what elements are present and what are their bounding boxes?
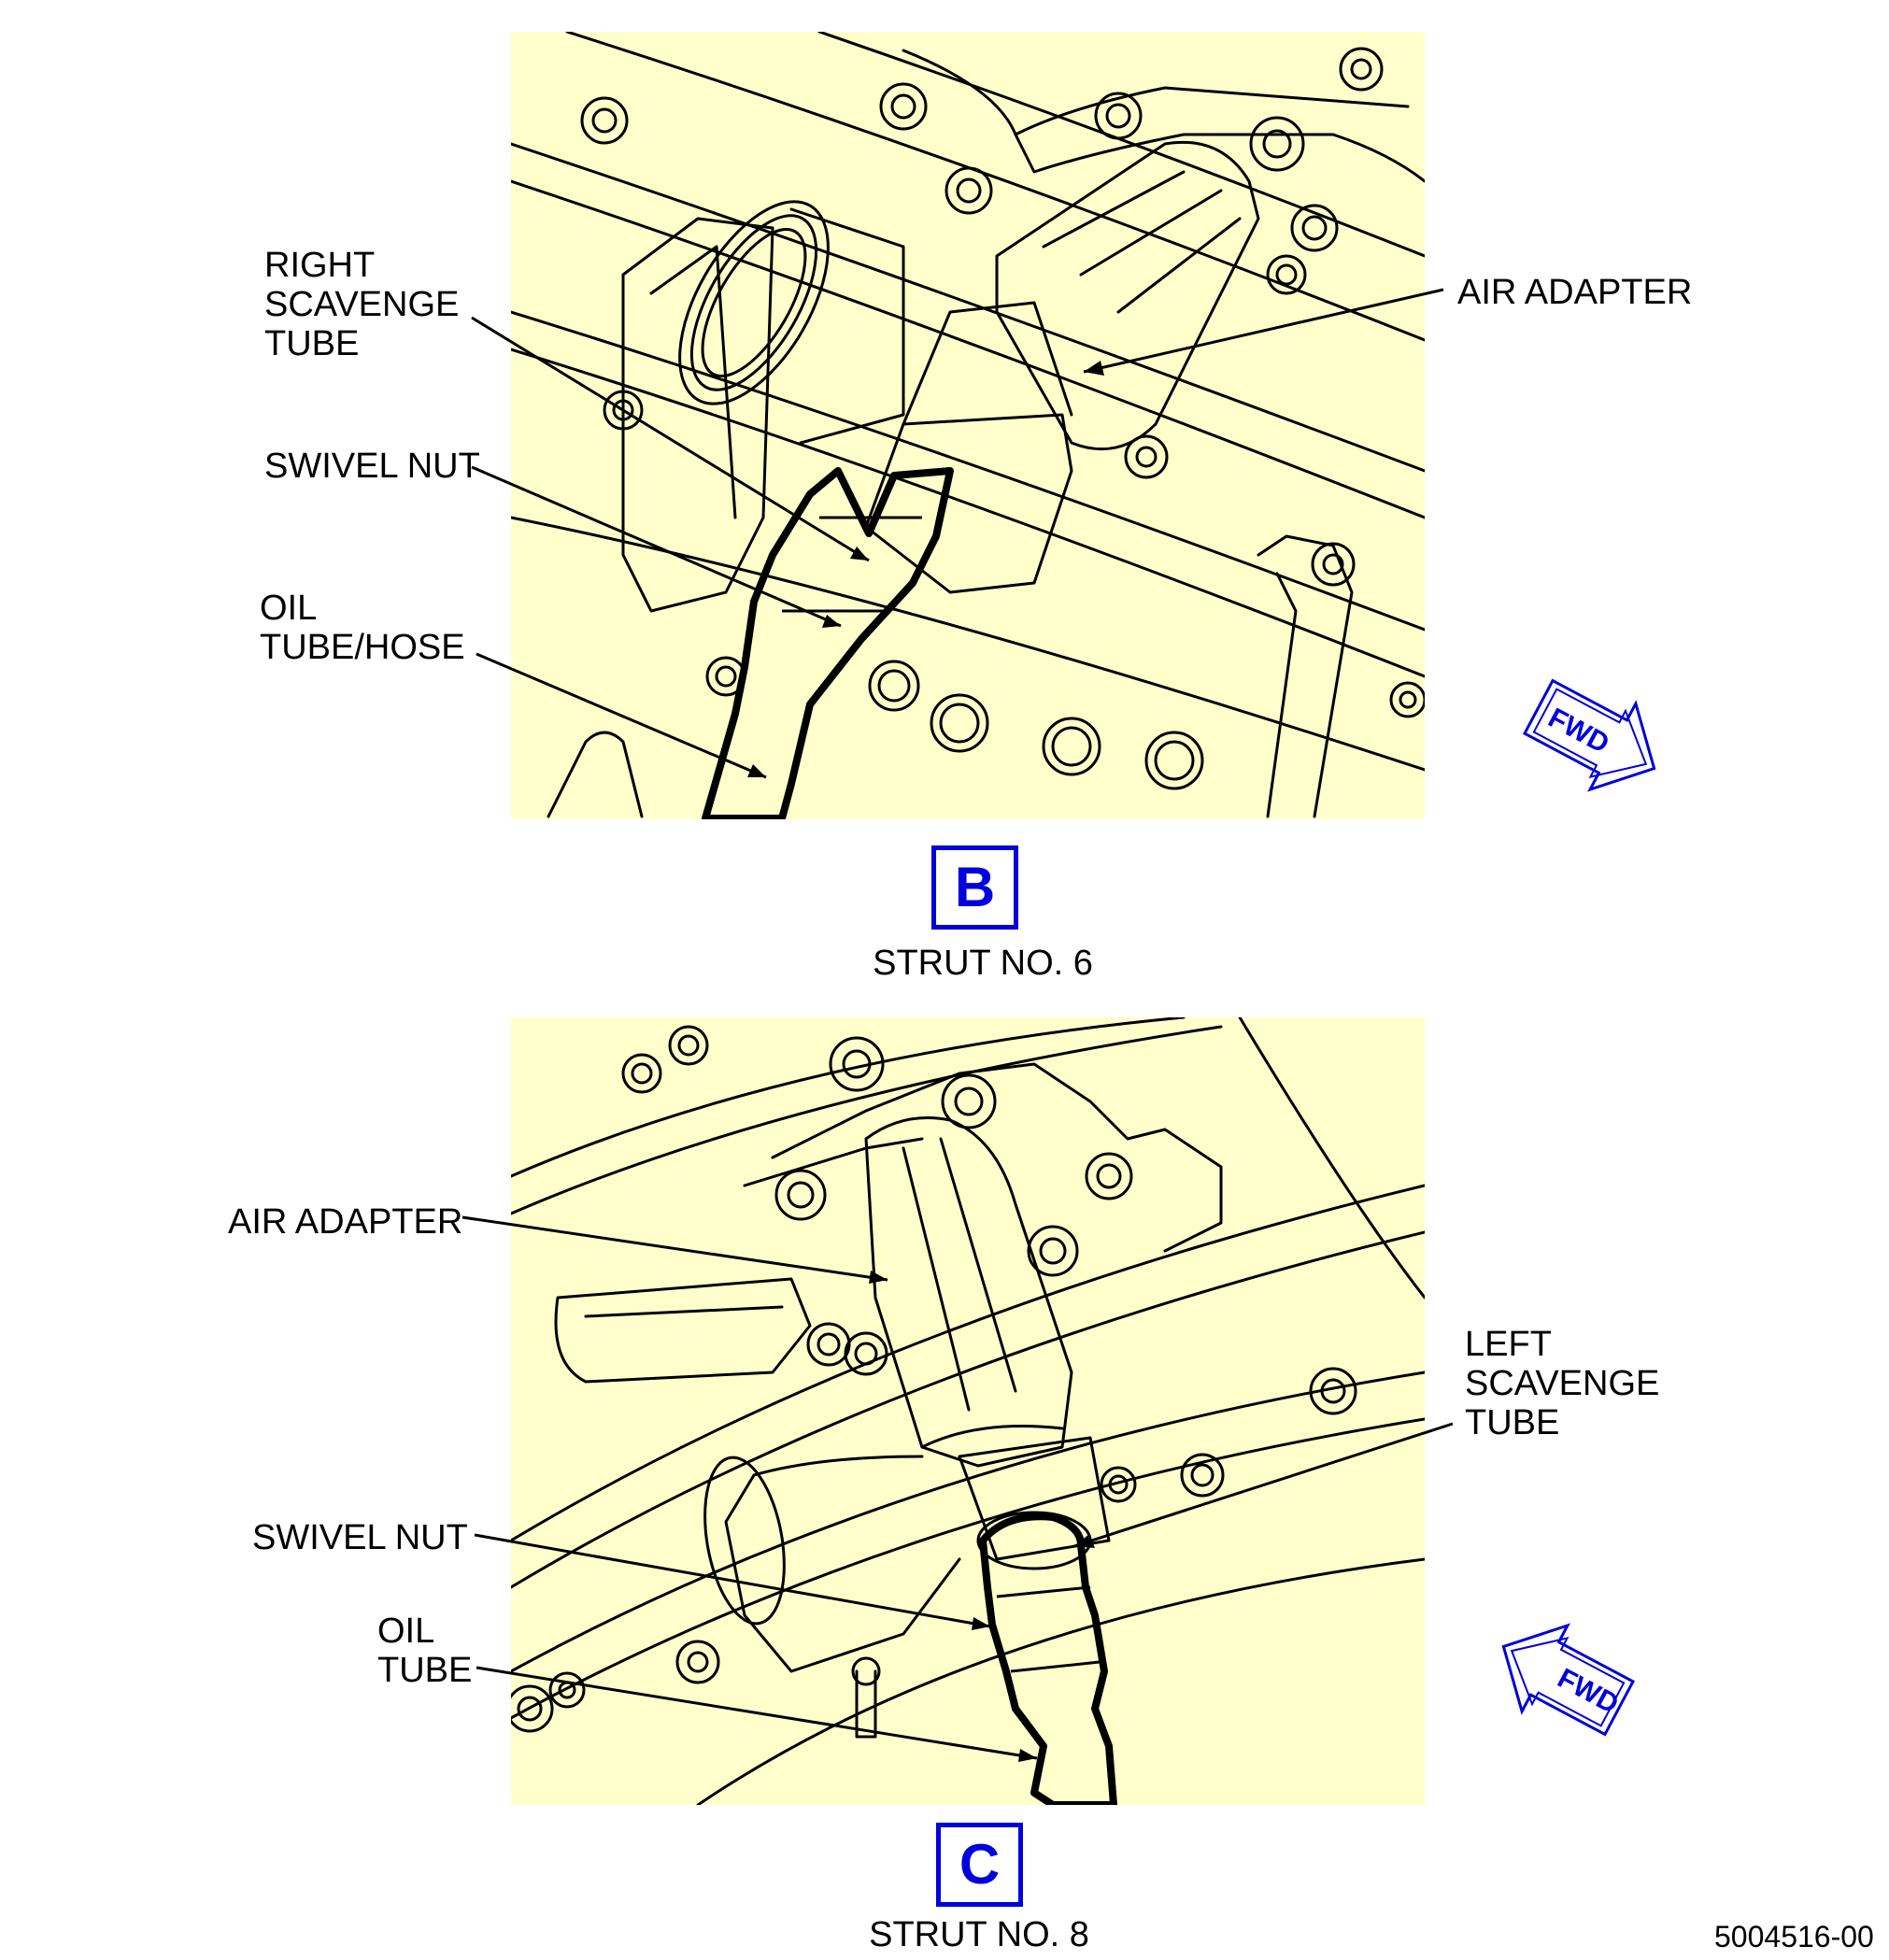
label-swivel-nut-c: SWIVEL NUT (252, 1518, 468, 1557)
view-c-line-art (511, 1017, 1425, 1805)
label-air-adapter-b: AIR ADAPTER (1457, 273, 1693, 312)
label-oil-tube: OIL TUBE (377, 1612, 473, 1690)
view-b-illustration (511, 32, 1425, 819)
oil-tube-hose-highlight (702, 467, 954, 819)
label-air-adapter-c: AIR ADAPTER (228, 1202, 463, 1242)
view-c-marker: C (936, 1823, 1023, 1907)
leader-air-adapter-b (1083, 288, 1444, 374)
label-oil-tube-hose: OIL TUBE/HOSE (260, 589, 465, 667)
fwd-arrow-b-icon (1522, 678, 1656, 792)
leader-air-adapter-c (462, 1215, 888, 1282)
view-b-caption: STRUT NO. 6 (873, 944, 1093, 983)
view-c-caption: STRUT NO. 8 (869, 1915, 1089, 1954)
leader-left-scavenge-tube (1073, 1422, 1454, 1548)
figure-number: 5004516-00 (1714, 1920, 1874, 1953)
view-c-illustration (511, 1017, 1425, 1805)
fwd-arrow-c-icon (1501, 1623, 1636, 1737)
label-left-scavenge-tube: LEFT SCAVENGE TUBE (1465, 1325, 1660, 1442)
oil-tube-highlight (979, 1513, 1117, 1805)
leader-swivel-nut-c (474, 1533, 991, 1628)
leader-right-scavenge-tube (471, 316, 870, 562)
leader-oil-tube-hose (476, 652, 767, 779)
label-right-scavenge-tube: RIGHT SCAVENGE TUBE (264, 246, 460, 363)
view-b-marker: B (931, 845, 1018, 930)
view-b-line-art (511, 32, 1425, 819)
leader-oil-tube (476, 1666, 1038, 1760)
leader-swivel-nut-b (471, 465, 842, 628)
label-swivel-nut-b: SWIVEL NUT (264, 447, 480, 486)
